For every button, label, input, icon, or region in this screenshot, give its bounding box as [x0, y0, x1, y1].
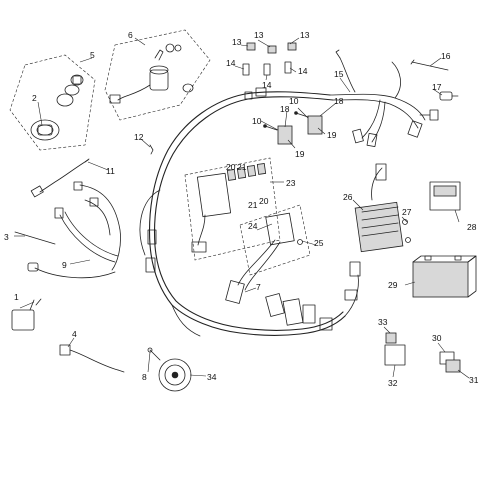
callout-33: 33: [378, 317, 388, 327]
callout-7: 7: [256, 282, 261, 292]
callout-18a: 18: [280, 104, 290, 114]
callout-24: 24: [248, 221, 258, 231]
callout-13c: 13: [300, 30, 310, 40]
cdi-unit-group: [184, 157, 281, 261]
callout-2: 2: [32, 93, 37, 103]
callout-14c: 14: [298, 66, 308, 76]
ignition-switch-group: [9, 54, 96, 151]
callout-1: 1: [14, 292, 19, 302]
main-wiring-harness: [139, 49, 439, 337]
callout-20b: 20: [259, 196, 269, 206]
small-connectors-13-14: [242, 42, 297, 76]
callout-19a: 19: [295, 149, 305, 159]
callout-25: 25: [314, 238, 324, 248]
flasher-1: [11, 298, 42, 331]
callout-12: 12: [134, 132, 144, 142]
callout-32: 32: [388, 378, 398, 388]
callout-6: 6: [128, 30, 133, 40]
callout-10a: 10: [252, 116, 262, 126]
horn-34: [147, 347, 192, 392]
callout-18b: 18: [334, 96, 344, 106]
callout-30: 30: [432, 333, 442, 343]
callout-19b: 19: [327, 130, 337, 140]
callout-16: 16: [441, 51, 451, 61]
callout-labels: 1 2 3 4 5 6 7 8 9 10 10 11 12 13 13 13 1…: [4, 30, 479, 388]
sub-harness-9: [14, 181, 121, 279]
callout-10b: 10: [289, 96, 299, 106]
callout-26: 26: [343, 192, 353, 202]
callout-17: 17: [432, 82, 442, 92]
callout-27: 27: [402, 207, 412, 217]
main-switch-group: [104, 29, 211, 121]
callout-14b: 14: [262, 80, 272, 90]
callout-4: 4: [72, 329, 77, 339]
battery-29: [412, 255, 477, 298]
callout-21b: 21: [248, 200, 258, 210]
callout-31: 31: [469, 375, 479, 385]
callout-29: 29: [388, 280, 398, 290]
clip-12: [149, 144, 154, 155]
callout-20a: 20: [226, 162, 236, 172]
callout-28: 28: [467, 222, 477, 232]
callout-3: 3: [4, 232, 9, 242]
callout-5: 5: [90, 50, 95, 60]
callout-23: 23: [286, 178, 296, 188]
regulator-rectifier: [354, 163, 411, 253]
callout-21a: 21: [237, 162, 247, 172]
callout-8: 8: [142, 372, 147, 382]
callout-13b: 13: [254, 30, 264, 40]
callout-34: 34: [207, 372, 217, 382]
callout-13a: 13: [232, 37, 242, 47]
callout-14a: 14: [226, 58, 236, 68]
ground-wire-4: [59, 344, 125, 373]
ignition-coil-group: [225, 204, 311, 304]
starter-relay-28: [429, 181, 461, 211]
callout-leaders: [14, 37, 470, 379]
connector-30-31: [439, 351, 461, 373]
callout-15: 15: [334, 69, 344, 79]
sensor-11: [30, 158, 90, 198]
callout-9: 9: [62, 260, 67, 270]
relay-32-33: [384, 332, 406, 366]
callout-11: 11: [106, 166, 115, 176]
